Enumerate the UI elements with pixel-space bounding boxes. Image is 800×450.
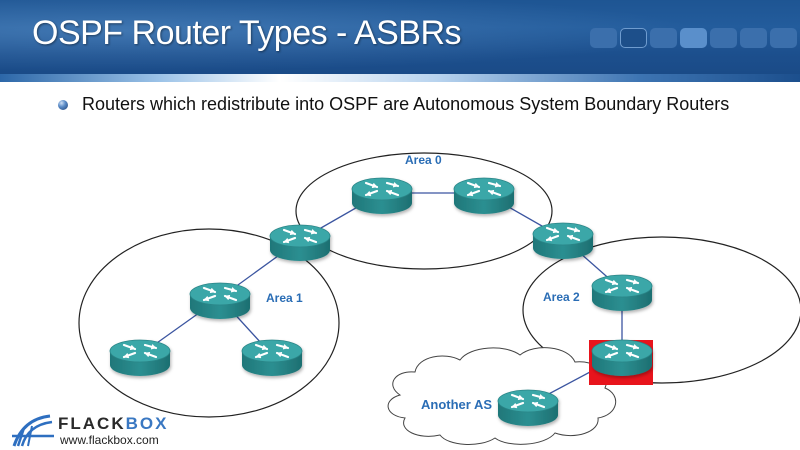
router-r-abr-area1	[269, 224, 331, 261]
another-as-label: Another AS	[421, 397, 492, 412]
area0-boundary	[295, 152, 553, 270]
router-r-area1-bl	[109, 339, 171, 376]
header-block	[740, 28, 767, 48]
router-r-abr-area2	[532, 222, 594, 259]
router-arrows-icon	[466, 181, 502, 197]
flackbox-logo: FLACKBOX www.flackbox.com	[10, 410, 180, 450]
router-r-external	[497, 389, 559, 426]
header-block	[620, 28, 647, 48]
area0-label: Area 0	[405, 153, 442, 167]
header-highlight-strip	[0, 74, 800, 82]
router-arrows-icon	[604, 343, 640, 359]
router-r-asbr	[591, 339, 653, 376]
header-decoration-blocks	[590, 28, 797, 48]
logo-brand: FLACKBOX	[58, 414, 168, 434]
router-arrows-icon	[254, 343, 290, 359]
router-arrows-icon	[202, 286, 238, 302]
area1-label: Area 1	[266, 291, 303, 305]
router-r-area0-left	[351, 177, 413, 214]
router-arrows-icon	[510, 393, 546, 409]
router-arrows-icon	[545, 226, 581, 242]
router-arrows-icon	[364, 181, 400, 197]
bullet-text: Routers which redistribute into OSPF are…	[82, 94, 730, 114]
slide-title: OSPF Router Types - ASBRs	[32, 14, 462, 52]
router-r-area1-br	[241, 339, 303, 376]
router-r-area0-right	[453, 177, 515, 214]
logo-url: www.flackbox.com	[60, 433, 159, 447]
router-arrows-icon	[604, 278, 640, 294]
logo-brand-b: BOX	[125, 414, 169, 433]
router-arrows-icon	[122, 343, 158, 359]
router-r-area2-internal	[591, 274, 653, 311]
header-block	[590, 28, 617, 48]
header-block	[650, 28, 677, 48]
bridge-logo-icon	[12, 414, 54, 447]
router-arrows-icon	[282, 228, 318, 244]
router-r-area1-center	[189, 282, 251, 319]
area1-boundary	[78, 228, 340, 418]
bullet-icon	[58, 100, 68, 110]
logo-brand-a: FLACK	[58, 414, 126, 433]
header-block	[710, 28, 737, 48]
header-block	[770, 28, 797, 48]
area2-label: Area 2	[543, 290, 580, 304]
area2-boundary	[522, 236, 800, 384]
header-block	[680, 28, 707, 48]
